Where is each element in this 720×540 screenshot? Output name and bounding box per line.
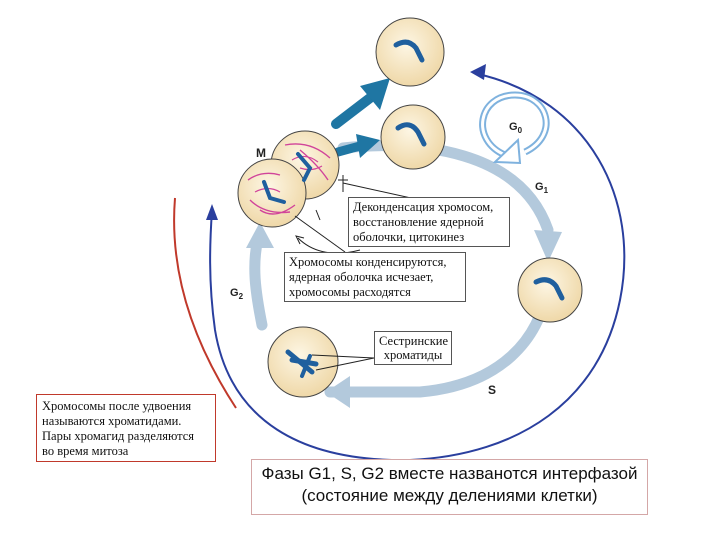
mitosis-exit-arrows: [331, 78, 390, 158]
g2-cycle-arrowhead: [246, 222, 274, 248]
phase-label-s: S: [488, 383, 497, 397]
chromatids-note: Хромосомы после удвоения называются хром…: [36, 394, 216, 462]
g0-loop-arrow: [479, 91, 550, 165]
decondensation-callout: Деконденсация хромосом, восстановление я…: [348, 197, 510, 247]
phase-label-m: M: [256, 146, 266, 160]
condensation-line-1: Хромосомы конденсируются,: [289, 255, 447, 269]
sister-chromatids-callout: Сестринские хроматиды: [374, 331, 452, 365]
sister-line-1: Сестринские: [379, 334, 449, 348]
decondensation-line-3: оболочки, цитокинез: [353, 230, 465, 244]
note-line-4: во время митоза: [42, 444, 129, 458]
interphase-blue-arc: [209, 73, 626, 462]
s-cycle-arrowhead: [326, 376, 350, 408]
note-line-2: называются хроматидами.: [42, 414, 182, 428]
condensation-line-3: хромосомы расходятся: [289, 285, 411, 299]
summary-line-1: Фазы G1, S, G2 вместе названотся интерфа…: [261, 464, 638, 483]
summary-line-2: (состояние между делениями клетки): [301, 486, 598, 505]
cell-g1-late: [517, 257, 583, 323]
interphase-summary: Фазы G1, S, G2 вместе названотся интерфа…: [251, 459, 648, 515]
cell-s: [267, 326, 339, 398]
blue-arc-arrowhead-top: [470, 64, 486, 80]
condensation-callout: Хромосомы конденсируются, ядерная оболоч…: [284, 252, 466, 302]
phase-label-g1: G1: [535, 181, 549, 196]
decondensation-line-1: Деконденсация хромосом,: [353, 200, 494, 214]
phase-label-g2: G2: [230, 287, 244, 302]
note-line-3: Пары хромагид разделяются: [42, 429, 195, 443]
decondensation-line-2: восстановление ядерной: [353, 215, 484, 229]
sister-line-2: хроматиды: [383, 348, 443, 362]
g1-cycle-arrowhead: [534, 230, 562, 262]
mitosis-red-arc: [173, 197, 237, 409]
cell-g1: [380, 104, 446, 170]
blue-arc-arrowhead-left: [206, 204, 218, 220]
cell-top: [375, 17, 445, 87]
note-line-1: Хромосомы после удвоения: [42, 399, 192, 413]
cell-mitosis: [237, 130, 340, 228]
condensation-line-2: ядерная оболочка исчезает,: [289, 270, 434, 284]
phase-label-g0: G0: [509, 121, 523, 136]
